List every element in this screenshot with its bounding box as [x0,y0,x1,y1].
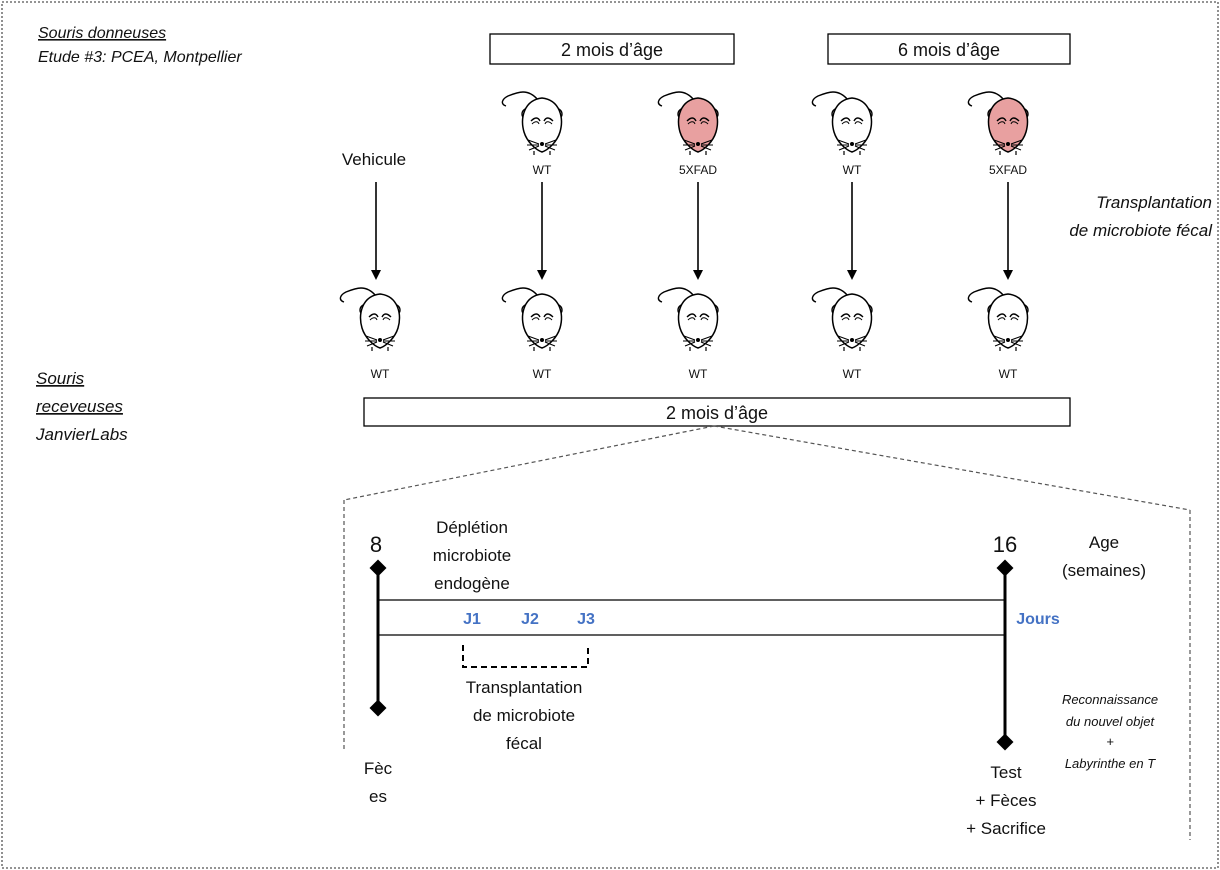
transplant-label-line2: de microbiote fécal [1069,221,1213,240]
recipient-label-3: WT [689,367,708,381]
age-box-2-months [489,33,735,65]
recipient-label-2: WT [533,367,552,381]
recipient-title-line1: Souris [36,369,85,388]
donor-label-4: 5XFAD [989,163,1027,177]
days-label: Jours [1016,611,1060,628]
feces-line1: Fèc [364,759,393,778]
recipient-label-5: WT [999,367,1018,381]
recipient-mouse-4-icon [811,287,873,352]
recipient-label-1: WT [371,367,390,381]
depletion-line3: endogène [434,574,510,593]
zoom-line-left [343,425,715,501]
age-label-6-months: 6 mois d’âge [898,40,1000,60]
donor-label-2: 5XFAD [679,163,717,177]
recipient-lab: JanvierLabs [35,425,128,444]
donor-mouse-5xfad-6m-icon [967,91,1029,156]
day-j3: J3 [577,611,595,628]
recipient-title-line2: receveuses [36,397,123,416]
age-axis-label-line2: (semaines) [1062,561,1146,580]
transplant-bracket [462,645,589,668]
day-j1: J1 [463,611,481,628]
zoom-line-right [713,425,1191,511]
donor-label-3: WT [843,163,862,177]
age-box-6-months [827,33,1071,65]
donor-mouse-wt-6m-icon [811,91,873,156]
donor-label-1: WT [533,163,552,177]
donor-mouse-wt-2m-icon [501,91,563,156]
start-top-diamond [369,559,387,577]
day-j2: J2 [521,611,539,628]
start-bottom-diamond [369,699,387,717]
donor-title: Souris donneuses [38,25,166,42]
tests-line1: Reconnaissance [1062,692,1158,707]
depletion-line2: microbiote [433,546,511,565]
timeline-transplant-line1: Transplantation [466,678,583,697]
recipient-mouse-3-icon [657,287,719,352]
tests-line2: du nouvel objet [1066,714,1156,729]
end-bottom-diamond [996,733,1014,751]
transplant-label-line1: Transplantation [1096,193,1212,212]
tests-line3: + [1106,734,1114,749]
recipient-age-label: 2 mois d’âge [666,403,768,423]
end-line2: + Fèces [976,791,1037,810]
week-end-label: 16 [993,532,1017,557]
recipient-age-box [363,397,1071,427]
week-start-label: 8 [370,532,382,557]
timeline-transplant-line2: de microbiote [473,706,575,725]
tests-line4: Labyrinthe en T [1065,756,1156,771]
vehicle-label: Vehicule [342,150,406,169]
timeline-transplant-line3: fécal [506,734,542,753]
end-line3: + Sacrifice [966,819,1046,838]
recipient-mouse-2-icon [501,287,563,352]
depletion-line1: Déplétion [436,518,508,537]
donor-study: Etude #3: PCEA, Montpellier [38,49,242,66]
end-top-diamond [996,559,1014,577]
recipient-label-4: WT [843,367,862,381]
recipient-mouse-1-icon [339,287,401,352]
donor-mouse-5xfad-2m-icon [657,91,719,156]
age-axis-label-line1: Age [1089,533,1119,552]
recipient-mouse-5-icon [967,287,1029,352]
feces-line2: es [369,787,387,806]
age-label-2-months: 2 mois d’âge [561,40,663,60]
end-line1: Test [990,763,1021,782]
